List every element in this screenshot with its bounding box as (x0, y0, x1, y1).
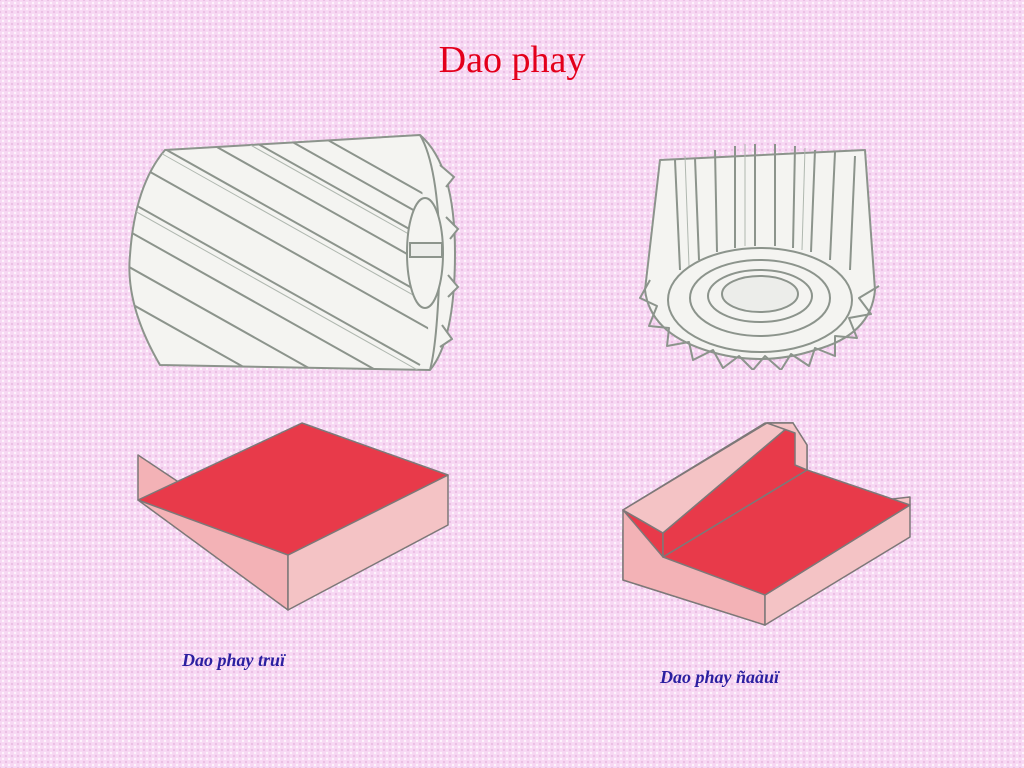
workpiece-flat-surface-image (137, 422, 449, 611)
slide-title: Dao phay (438, 39, 586, 81)
face-milling-cutter-image (639, 144, 880, 370)
right-caption: Dao phay ñaàuï (660, 667, 780, 687)
cylindrical-milling-cutter-image (128, 134, 460, 371)
workpiece-stepped-surface-image (622, 422, 911, 626)
left-caption: Dao phay truï (182, 650, 286, 670)
